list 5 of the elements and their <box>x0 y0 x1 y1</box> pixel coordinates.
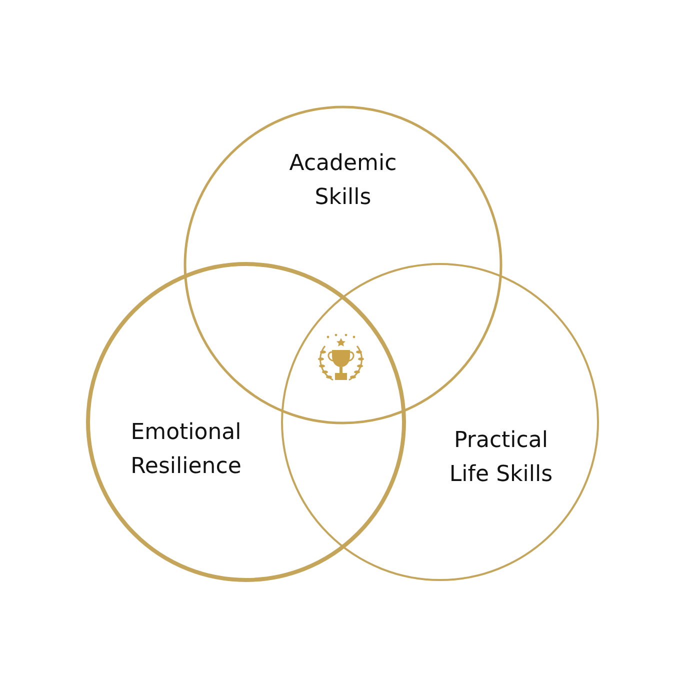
venn-circle <box>86 262 406 582</box>
venn-circle <box>281 263 599 581</box>
circle-label: Academic Skills <box>288 150 398 212</box>
circle-label: Emotional Resilience <box>130 419 242 481</box>
circle-label: Practical Life Skills <box>448 427 554 489</box>
